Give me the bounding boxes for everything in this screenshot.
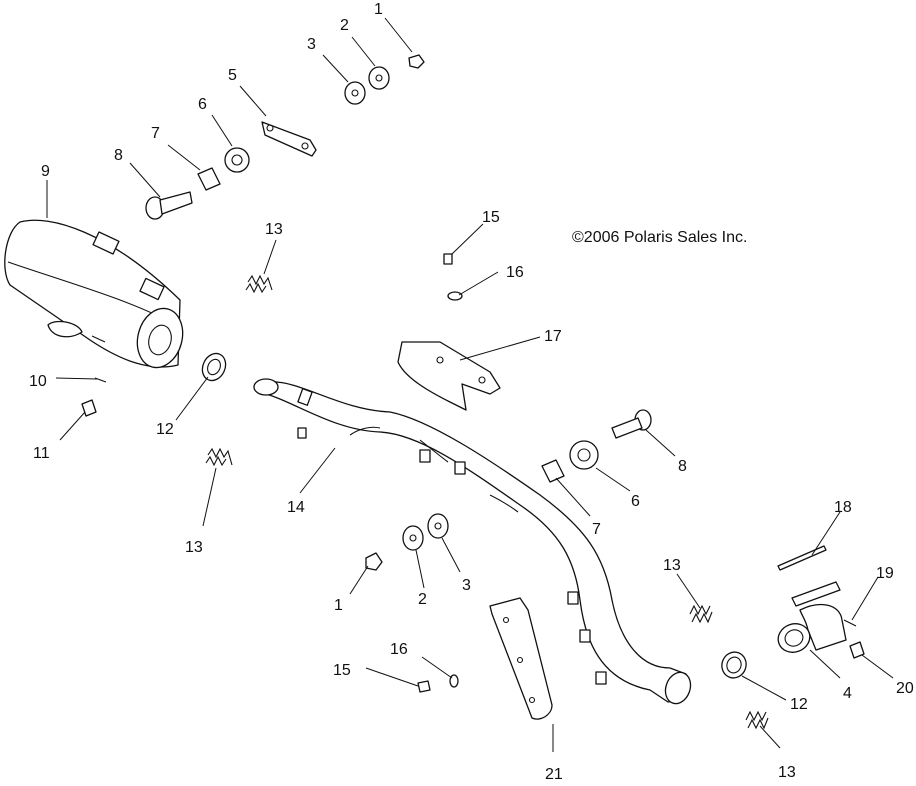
- callout-label: 2: [418, 591, 427, 608]
- washer-part: [447, 291, 463, 301]
- callout-label: 12: [790, 696, 808, 713]
- callout-label: 7: [151, 125, 160, 142]
- washer-part: [344, 81, 366, 105]
- callout-label: 12: [156, 421, 174, 438]
- callout-label: 4: [843, 685, 852, 702]
- nut-part: [365, 552, 383, 571]
- callout-label: 9: [41, 163, 50, 180]
- spring-part: [745, 710, 769, 730]
- callout-label: 16: [390, 641, 408, 658]
- head-pipe-part: [253, 378, 692, 705]
- leader-lines: [46, 17, 894, 752]
- callout-label: 17: [544, 328, 562, 345]
- washer-part: [427, 513, 449, 539]
- callout-label: 14: [287, 499, 305, 516]
- callout-label: 1: [374, 1, 383, 18]
- washer-part: [449, 674, 459, 688]
- callout-label: 6: [631, 493, 640, 510]
- callout-label: 5: [228, 67, 237, 84]
- callout-label: 15: [482, 209, 500, 226]
- bracket-part: [261, 121, 317, 157]
- washer-part: [368, 66, 390, 90]
- gasket-part: [721, 651, 747, 679]
- callout-label: 13: [265, 221, 283, 238]
- callout-label: 2: [340, 17, 349, 34]
- gasket-part: [777, 545, 827, 571]
- gasket-part: [201, 352, 227, 382]
- callout-label: 3: [307, 36, 316, 53]
- grommet-part: [224, 147, 250, 173]
- callout-label: 13: [778, 764, 796, 781]
- heat-shield-part: [397, 341, 501, 411]
- callout-label: 16: [506, 264, 524, 281]
- heat-shield-part: [489, 597, 553, 720]
- callout-label: 21: [545, 766, 563, 783]
- flange-part: [777, 581, 847, 653]
- bushing-part: [541, 459, 565, 483]
- callout-label: 1: [334, 597, 343, 614]
- callout-label: 13: [185, 539, 203, 556]
- bolt-part: [611, 409, 652, 439]
- callout-label: 20: [896, 680, 914, 697]
- bolt-part: [443, 253, 453, 265]
- callout-label: 8: [114, 147, 123, 164]
- callout-label: 8: [678, 458, 687, 475]
- bolt-part: [145, 191, 193, 220]
- nut-part: [408, 54, 425, 69]
- bushing-part: [197, 167, 221, 191]
- washer-part: [402, 525, 424, 551]
- callout-label: 19: [876, 565, 894, 582]
- spring-part: [245, 274, 273, 294]
- grommet-part: [569, 440, 599, 470]
- callout-label: 10: [29, 373, 47, 390]
- cap-part: [849, 641, 865, 659]
- callout-label: 6: [198, 96, 207, 113]
- callout-label: 3: [462, 577, 471, 594]
- pin-part: [843, 619, 857, 627]
- callout-label: 7: [592, 521, 601, 538]
- copyright-text: ©2006 Polaris Sales Inc.: [572, 229, 747, 246]
- callout-label: 18: [834, 499, 852, 516]
- bolt-part: [417, 680, 431, 693]
- callout-label: 11: [33, 445, 50, 462]
- spring-part: [205, 447, 233, 467]
- muffler-part: [4, 219, 184, 369]
- callout-label: 13: [663, 557, 681, 574]
- spring-part: [689, 604, 713, 624]
- callout-label: 15: [333, 662, 351, 679]
